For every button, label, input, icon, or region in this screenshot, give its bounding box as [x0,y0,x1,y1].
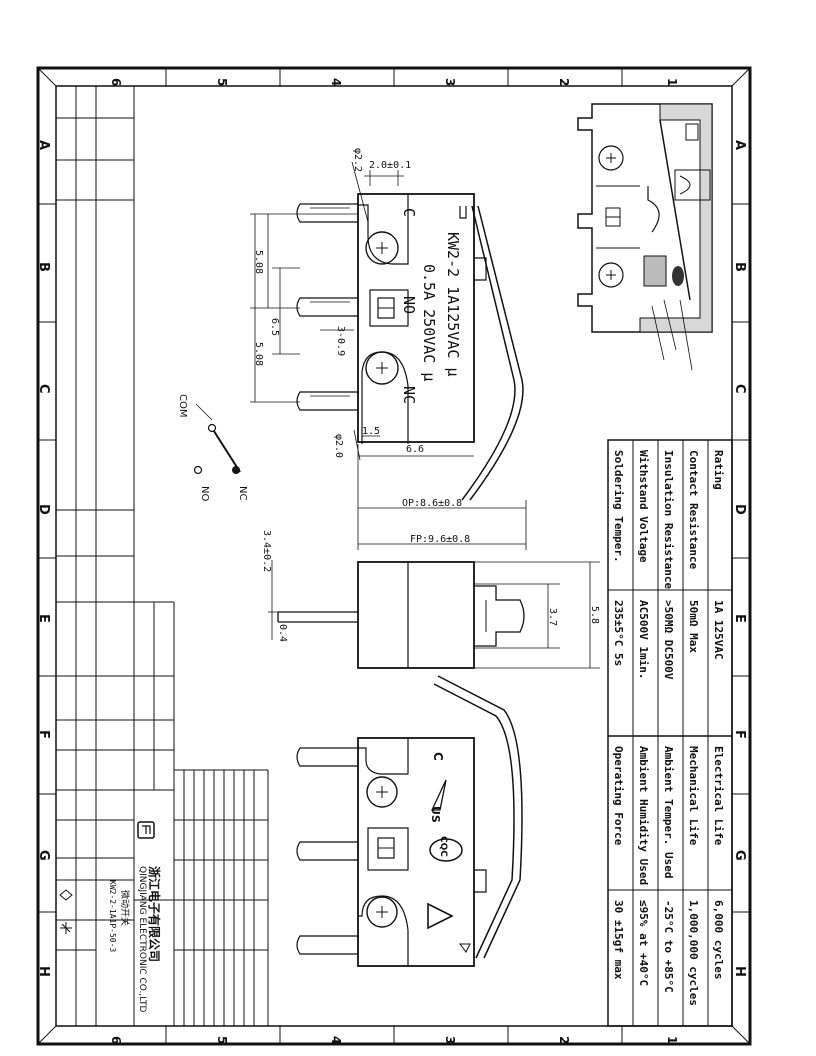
small-arrow-icon [459,943,471,953]
spec-table [607,439,733,1027]
zone-ticks [38,68,750,1044]
us-mark-text: US [429,806,442,823]
zone-letter-h: H [732,966,747,977]
certification-marks: CQC US C [427,752,471,953]
dim-operating-position: OP:8.6±0.8 [402,498,462,509]
dim-pin-thickness: 3-0.9 [335,326,346,356]
zone-letter-c-left: C [36,384,51,394]
zone-letter-a-left: A [36,140,51,150]
zone-number-2: 2 [557,78,571,86]
company-logo-mark [142,825,151,834]
switch-side-view [277,561,525,669]
zone-number-4-bottom: 4 [329,1036,343,1044]
zone-letter-e: E [732,614,747,623]
zone-letter-g: G [732,850,747,861]
dim-body-height: 5.8 [589,606,600,624]
switch-front-view [296,193,524,501]
dim-pitch-b: 5.08 [253,342,264,366]
ul-mark-icon [430,779,447,811]
spec-label-contact-resistance: Contact Resistance [687,450,700,570]
revision-strip [56,86,174,1026]
dim-edge: 1.5 [362,426,380,437]
spec-value-ambient-temper: -25°C to +85°C [662,900,675,993]
zone-letter-b: B [732,262,747,272]
spec-value-insulation-resistance: >50MΩ DC500V [662,600,675,680]
spec-value-contact-resistance: 50mΩ Max [687,600,700,653]
zone-letter-c: C [732,384,747,394]
switch-rear-view [296,675,523,967]
diamond-symbol-icon [59,889,73,901]
spec-label-soldering-temper: Soldering Temper. [612,450,625,563]
switch-rating-text: 0.5A 250VAC μ [420,264,438,381]
zone-number-1-bottom: 1 [665,1036,679,1044]
part-name-cn: 微动开关 [119,890,131,926]
zone-letter-h-left: H [36,966,51,977]
dim-hole: φ2.0 [333,434,344,458]
spec-label-withstand-voltage: Withstand Voltage [637,450,650,563]
company-name-en: QINGJIANG ELECTRONIC CO.,LTD [137,866,147,1013]
zone-number-3-bottom: 3 [443,1036,457,1044]
spec-value-operating-force: 30 ±15gf max [612,900,625,980]
zone-letter-f-left: F [36,730,51,739]
zone-number-1: 1 [665,78,679,86]
spec-value-rating: 1A 125VAC [712,600,725,660]
dim-pin-width: 2.0±0.1 [369,160,411,171]
spec-label-mechanical-life: Mechanical Life [687,746,700,846]
dim-actuator-width: 3.7 [547,608,558,626]
company-name-cn: 浙江电子有限公司 [147,866,162,962]
dim-pin-diameter: φ2.2 [352,148,363,172]
part-number: KW2-2-1A1P-50-3 [108,880,117,952]
dim-pitch-a: 5.08 [253,250,264,274]
zone-number-2-bottom: 2 [557,1036,571,1044]
spec-value-electrical-life: 6,000 cycles [712,900,725,979]
terminal-label-nc: NC [400,386,418,404]
zone-number-6-bottom: 6 [109,1036,123,1044]
spec-label-insulation-resistance: Insulation Resistance [662,450,675,589]
zone-number-5: 5 [215,78,229,86]
company-logo [137,821,155,839]
warning-triangle-icon [427,902,454,930]
cross-section-view [577,103,713,371]
spec-value-ambient-humidity: ≤95% at +40°C [637,900,650,986]
spec-label-operating-force: Operating Force [612,746,625,846]
schematic-symbol [193,403,241,475]
side-view-dimensions [268,560,600,669]
zone-letter-f: F [732,730,747,739]
title-block-grid [134,601,269,1026]
spec-label-ambient-humidity: Ambient Humidity Used [637,746,650,885]
spec-value-mechanical-life: 1,000,000 cycles [687,900,700,1006]
switch-model-text: KW2-2 1A125VAC μ [444,232,462,377]
schematic-label-com: COM [177,394,188,417]
zone-letter-b-left: B [36,262,51,272]
terminal-label-no: NO [400,296,418,314]
dim-side-thickness: 0.4 [277,624,288,642]
dim-side-offset: 3.4±0.2 [261,530,272,572]
zone-letter-a: A [732,140,747,150]
c-mark-text: C [431,752,445,761]
spec-label-rating: Rating [712,450,725,490]
spec-value-withstand-voltage: AC500V 1min. [637,600,650,679]
schematic-label-nc: NC [237,486,248,500]
spec-label-electrical-life: Electrical Life [712,746,725,846]
schematic-label-no: NO [199,486,210,501]
spec-value-soldering-temper: 235±5°C 5s [612,600,625,666]
zone-letter-d: D [732,504,747,515]
zone-letter-e-left: E [36,614,51,623]
zone-number-6: 6 [109,78,123,86]
zone-number-5-bottom: 5 [215,1036,229,1044]
dim-lever: 6.6 [406,444,424,455]
front-view-dimensions [250,161,527,550]
projection-symbol-icon [60,922,72,934]
zone-letter-g-left: G [36,850,51,861]
zone-letter-d-left: D [36,504,51,515]
dim-span: 6.5 [269,318,280,336]
cqc-mark-text: CQC [438,836,448,857]
zone-number-3: 3 [443,78,457,86]
terminal-label-c: C [400,208,418,217]
zone-number-4: 4 [329,78,343,86]
spec-label-ambient-temper: Ambient Temper. Used [662,746,675,878]
dim-free-position: FP:9.6±0.8 [410,534,470,545]
